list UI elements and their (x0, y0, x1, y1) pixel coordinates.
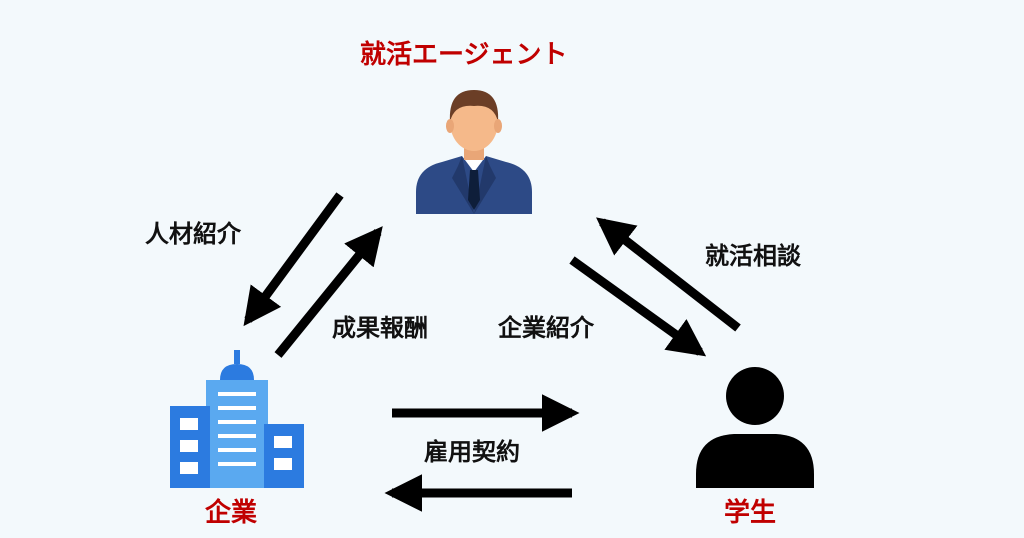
office-building-icon (170, 350, 304, 488)
arrow-student-to-agent (596, 217, 741, 332)
flow-label-company-to-agent: 成果報酬 (332, 314, 428, 342)
flow-label-student-to-agent: 就活相談 (705, 242, 801, 270)
flow-label-agent-to-student: 企業紹介 (498, 314, 594, 342)
company-label: 企業 (205, 498, 258, 528)
arrow-company-to-agent (274, 226, 383, 358)
person-silhouette-icon (696, 367, 814, 488)
arrow-agent-to-student (569, 256, 707, 357)
arrow-agent-to-company (243, 192, 344, 327)
flow-label-agent-to-company: 人材紹介 (145, 220, 241, 248)
agent-label: 就活エージェント (360, 40, 568, 70)
flow-label-employment-contract: 雇用契約 (424, 438, 520, 466)
student-label: 学生 (724, 498, 777, 528)
businessman-icon (416, 90, 532, 214)
